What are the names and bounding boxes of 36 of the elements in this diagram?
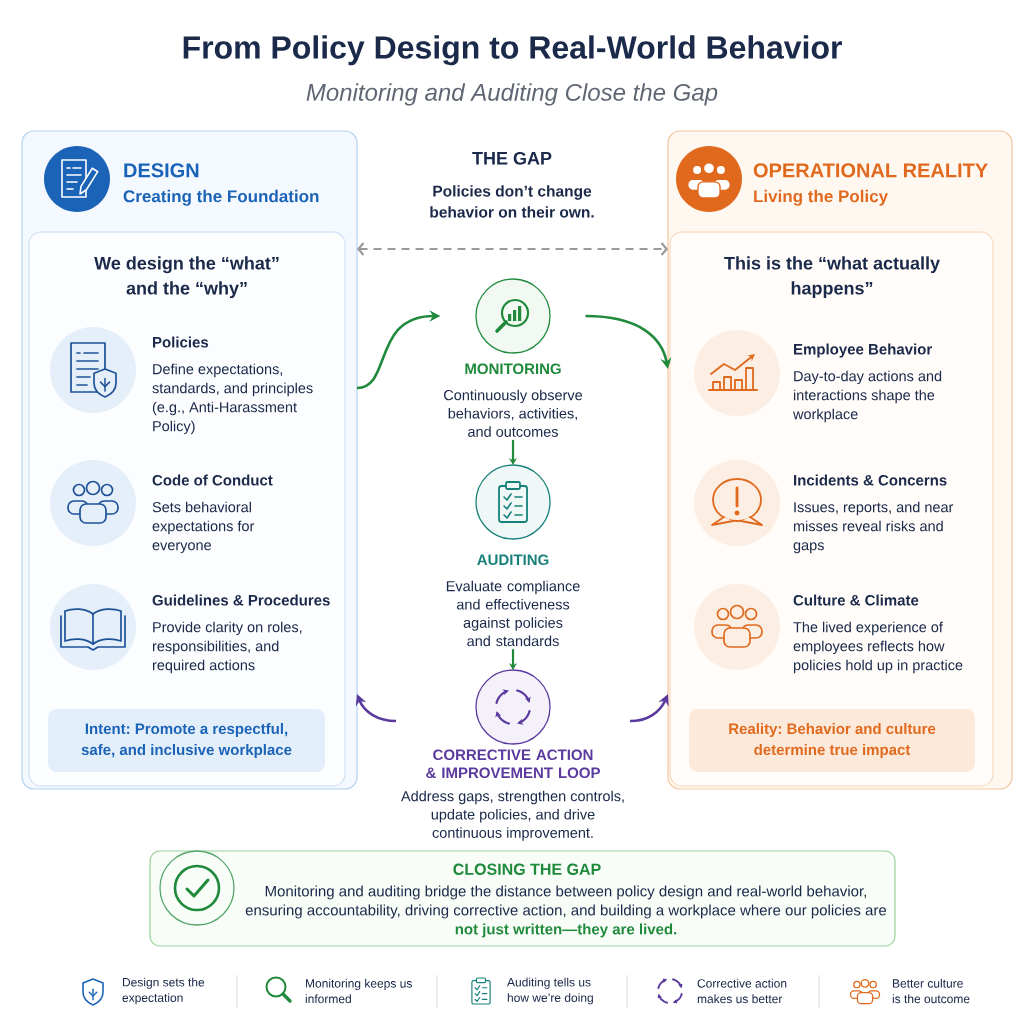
item-heading: Incidents & Concerns (794, 474, 947, 486)
summary-box: CLOSING THE GAP Monitoring and auditing bridge the distance between policy design and real-world behavior, ensuring accountability, driving corrective action, and building a workplace where our policies are not just written—they are lived. (149, 850, 896, 947)
callout-box: Intent: Promote a respectful, safe, and inclusive workplace (48, 709, 325, 772)
item-description: Day-to-day actions and interactions shape the workplace (793, 370, 942, 423)
footer-text: Corrective action makes us better (697, 978, 787, 1004)
title: From Policy Design to Real-World Behavior (183, 35, 842, 66)
item-description: Define expectations, standards, and principles (e.g., Anti-Harassment Policy) (152, 363, 313, 435)
step-heading: CORRECTIVE ACTION & IMPROVEMENT LOOP (426, 749, 600, 779)
item-description: Sets behavioral expectations for everyone (152, 501, 255, 554)
footer-text: Design sets the expectation (122, 977, 205, 1005)
item-heading: Policies (153, 336, 209, 348)
arrow (629, 694, 669, 723)
double-arrow (357, 242, 668, 256)
step-heading: AUDITING (477, 554, 549, 566)
step-description: Evaluate compliance and effectiveness against policies and standards (446, 580, 580, 647)
item-heading: Code of Conduct (152, 474, 273, 486)
callout-box: Reality: Behavior and culture determine true impact (689, 709, 975, 772)
content-card: This is the “what actually happens” Employee Behavior Day-to-day actions and interactions shape the workplace Incidents & Concerns Issues, reports, and near misses reveal risks and gaps Culture & Climate The lived experience of employees reflects how policies hold up in practice Reality: Behavior and culture determine true impact (669, 231, 994, 787)
section-heading: THE GAP (472, 151, 552, 165)
panel: DESIGN Creating the Foundation We design the “what” and the “why” Policies Define expectations, standards, and principles (e.g., Anti-Harassment Policy) Code of Conduct Sets behavioral expectations for everyone Guidelines & Procedures Provide clarity on roles, responsibilities, and required actions Intent: Promote a respectful, safe, and inclusive workplace (21, 130, 358, 790)
footer-text: Better culture is the outcome (892, 978, 970, 1004)
item-heading: Culture & Climate (793, 594, 919, 606)
item-heading: Guidelines & Procedures (152, 594, 330, 606)
footer-text: Auditing tells us how we’re doing (507, 977, 593, 1005)
gap-statement: Policies don’t change behavior on their own. (430, 185, 594, 218)
step-description: Continuously observe behaviors, activities, and outcomes (444, 389, 583, 437)
item-description: Provide clarity on roles, responsibilities, and required actions (152, 621, 302, 674)
item-description: Issues, reports, and near misses reveal risks and gaps (793, 501, 954, 554)
content-card: We design the “what” and the “why” Policies Define expectations, standards, and principles (e.g., Anti-Harassment Policy) Code of Conduct Sets behavioral expectations for everyone Guidelines & Procedures Provide clarity on roles, responsibilities, and required actions Intent: Promote a respectful, safe, and inclusive workplace (28, 231, 346, 787)
subtitle: Monitoring and Auditing Close the Gap (306, 83, 718, 106)
item-description: The lived experience of employees reflects how policies hold up in practice (793, 621, 963, 674)
step-description: Address gaps, strengthen controls, update policies, and drive continuous improvement. (401, 790, 624, 841)
item-heading: Employee Behavior (794, 343, 932, 358)
step-heading: MONITORING (465, 363, 561, 375)
footer-text: Monitoring keeps us informed (305, 978, 412, 1004)
panel: OPERATIONAL REALITY Living the Policy This is the “what actually happens” Employee Behavior Day-to-day actions and interactions shape the workplace Incidents & Concerns Issues, reports, and near misses reveal risks and gaps Culture & Climate The lived experience of employees reflects how policies hold up in practice Reality: Behavior and culture determine true impact (667, 130, 1013, 790)
